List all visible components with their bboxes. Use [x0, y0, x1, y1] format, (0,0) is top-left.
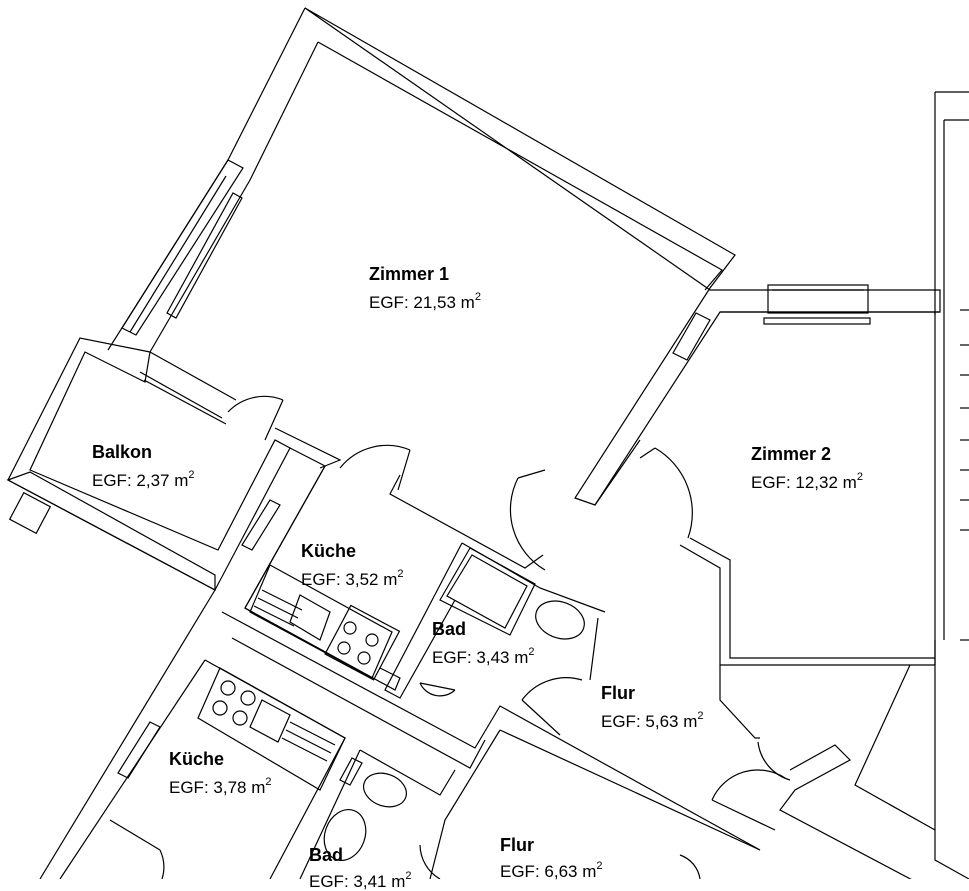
room-area: EGF: 3,41 m2 — [309, 870, 412, 891]
window-zimmer2-top — [763, 284, 871, 325]
door-zimmer2 — [639, 447, 693, 539]
room-kueche1: Küche EGF: 3,52 m2 — [301, 542, 404, 588]
door-zimmer1-flur — [509, 469, 546, 571]
door-kueche1 — [339, 444, 411, 491]
room-zimmer1: Zimmer 1 EGF: 21,53 m2 — [369, 265, 481, 311]
window-zimmer1-right — [672, 312, 711, 361]
room-bad1: Bad EGF: 3,43 m2 — [432, 620, 535, 666]
room-name: Balkon — [92, 442, 153, 462]
room-flur2: Flur EGF: 6,63 m2 — [500, 836, 603, 880]
zimmer1-walls — [107, 7, 941, 506]
room-name: Bad — [309, 845, 344, 865]
room-name: Zimmer 1 — [369, 264, 450, 284]
bad1-walls — [384, 542, 606, 699]
room-flur1: Flur EGF: 5,63 m2 — [601, 684, 704, 730]
room-area: EGF: 21,53 m2 — [369, 291, 481, 312]
room-area: EGF: 12,32 m2 — [751, 471, 863, 492]
room-name: Küche — [301, 541, 357, 561]
window-zimmer1-left — [121, 159, 244, 336]
room-name: Bad — [432, 619, 467, 639]
room-area: EGF: 3,52 m2 — [301, 568, 404, 589]
room-zimmer2: Zimmer 2 EGF: 12,32 m2 — [751, 445, 863, 491]
room-name: Flur — [500, 835, 534, 855]
room-name: Flur — [601, 683, 635, 703]
zimmer2-right-ticks — [944, 119, 969, 531]
room-area: EGF: 3,78 m2 — [169, 776, 272, 797]
flur1-walls — [221, 611, 791, 851]
room-kueche2: Küche EGF: 3,78 m2 — [169, 750, 272, 796]
room-name: Zimmer 2 — [751, 444, 832, 464]
room-area: EGF: 2,37 m2 — [92, 469, 195, 490]
room-area: EGF: 6,63 m2 — [500, 860, 603, 881]
balkon-walls — [6, 337, 291, 591]
room-balkon: Balkon EGF: 2,37 m2 — [92, 443, 195, 489]
kueche1-counter — [249, 564, 401, 681]
door-balkon — [227, 395, 284, 441]
kueche2-walls — [39, 589, 346, 879]
room-area: EGF: 5,63 m2 — [601, 710, 704, 731]
kueche2-counter — [197, 667, 346, 791]
zimmer2-walls — [594, 91, 969, 666]
room-name: Küche — [169, 749, 225, 769]
flur2-walls — [109, 729, 761, 879]
room-bad2: Bad EGF: 3,41 m2 — [309, 846, 412, 890]
room-area: EGF: 3,43 m2 — [432, 646, 535, 667]
lower-right-walls — [711, 639, 969, 879]
bad2-walls — [299, 749, 456, 879]
